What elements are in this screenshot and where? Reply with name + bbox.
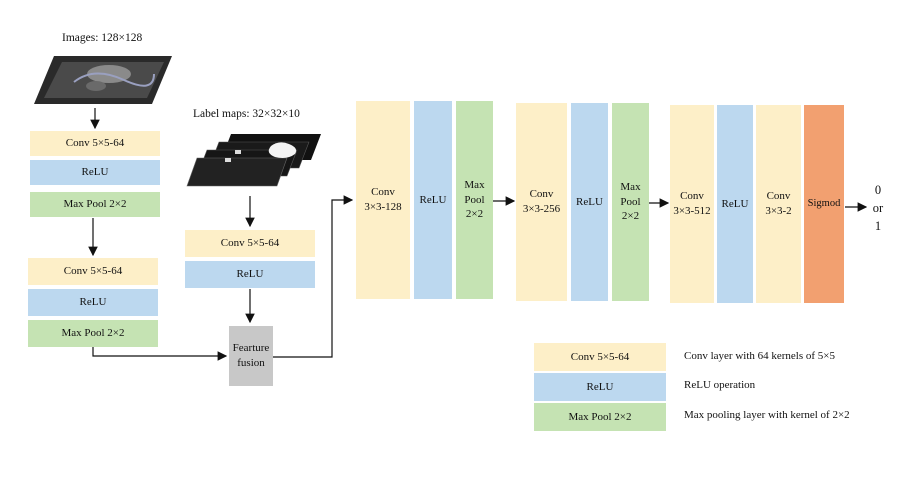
fusion-line-1: Fearture [232, 342, 270, 355]
stage2-conv-line-1: Conv [529, 188, 554, 201]
stage1-pool-line-2: Pool [464, 193, 485, 206]
branch1-relu-layer-2: ReLU [28, 289, 158, 316]
stage1-conv-line-1: Conv [371, 186, 395, 199]
branch1-conv-layer-1: Conv 5×5-64 [30, 131, 160, 156]
branch2-conv-layer: Conv 5×5-64 [185, 230, 315, 257]
stage3-conv-layer-1: Conv 3×3-512 [670, 105, 714, 303]
stage2-conv-layer: Conv 3×3-256 [516, 103, 567, 301]
legend-maxpool-swatch: Max Pool 2×2 [534, 403, 666, 431]
stage3-conv-layer-2: Conv 3×3-2 [756, 105, 801, 303]
legend-relu-swatch: ReLU [534, 373, 666, 401]
branch2-relu-layer: ReLU [185, 261, 315, 288]
stage3-conv2-line-2: 3×3-2 [765, 205, 792, 217]
stage1-pool-line-3: 2×2 [465, 208, 484, 221]
branch1-maxpool-layer-2: Max Pool 2×2 [28, 320, 158, 347]
stage3-relu-layer: ReLU [717, 105, 753, 303]
stage1-conv-line-2: 3×3-128 [364, 201, 402, 213]
image-input-label: Images: 128×128 [62, 32, 143, 44]
legend-relu-description: ReLU operation [684, 379, 756, 391]
stage3-conv2-line-1: Conv [766, 190, 791, 203]
fusion-line-2: fusion [237, 357, 265, 369]
branch1-relu-layer-1: ReLU [30, 160, 160, 185]
stage2-pool-line-3: 2×2 [621, 210, 640, 223]
stage2-pool-line-2: Pool [620, 195, 641, 208]
stage2-relu-layer: ReLU [571, 103, 608, 301]
sigmoid-layer: Sigmod [804, 105, 844, 303]
stage1-maxpool-layer: Max Pool 2×2 [456, 101, 493, 299]
output-line-2: or [872, 200, 884, 215]
stage1-conv-layer: Conv 3×3-128 [356, 101, 410, 299]
stage3-conv1-line-2: 3×3-512 [673, 205, 711, 217]
stage2-conv-line-2: 3×3-256 [522, 203, 561, 215]
output-label: 0 or 1 [867, 178, 889, 238]
branch1-conv-layer-2: Conv 5×5-64 [28, 258, 158, 285]
stage1-relu-layer: ReLU [414, 101, 452, 299]
output-line-1: 0 [874, 182, 882, 197]
feature-fusion-block: Fearture fusion [229, 326, 273, 386]
legend-conv-swatch: Conv 5×5-64 [534, 343, 666, 371]
stage1-pool-line-1: Max [464, 178, 485, 191]
legend-maxpool-description: Max pooling layer with kernel of 2×2 [684, 409, 850, 421]
label-maps-input-label: Label maps: 32×32×10 [193, 108, 300, 120]
legend-conv-description: Conv layer with 64 kernels of 5×5 [684, 350, 836, 362]
stage2-pool-line-1: Max [620, 180, 641, 193]
stage2-maxpool-layer: Max Pool 2×2 [612, 103, 649, 301]
output-line-3: 1 [874, 219, 882, 234]
mri-image-thumbnail [34, 56, 172, 104]
label-maps-stack-image [186, 134, 321, 187]
branch1-maxpool-layer-1: Max Pool 2×2 [30, 192, 160, 217]
stage3-conv1-line-1: Conv [680, 190, 704, 203]
